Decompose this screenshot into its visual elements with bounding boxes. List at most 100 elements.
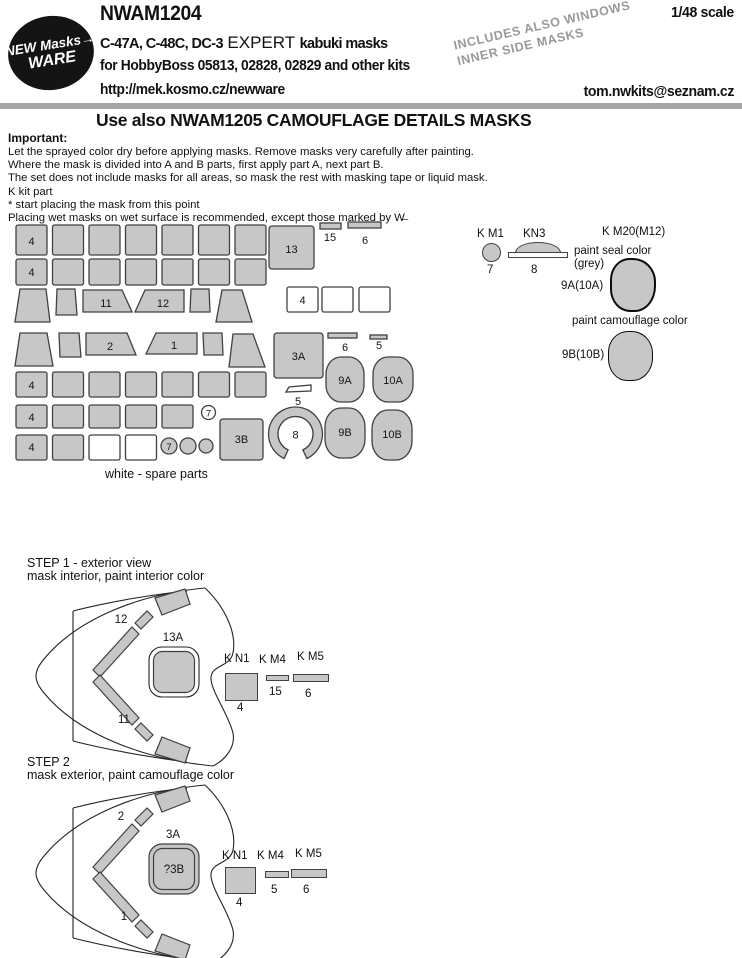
instruction-line: * start placing the mask from this point [8,198,200,211]
step1-km5-part [293,674,329,682]
mask-part [51,224,85,256]
spare-part [358,286,391,313]
part-label: 4 [299,295,305,307]
mask-part-4 [15,434,48,461]
step1-km4-number: 15 [269,686,282,698]
part-label: 1 [121,911,127,923]
step1-km5-number: 6 [305,688,312,700]
kn3-number: 8 [531,264,538,276]
part-label: 5 [295,396,301,408]
product-code: NWAM1204 [100,2,202,25]
mask-part-3B [219,418,264,461]
logo-arrow-icon: → [79,29,96,47]
mask-part [51,258,85,286]
mask-dot-7 [160,437,178,455]
subtitle-expert: EXPERT [227,33,296,52]
seal-color-note-line1: paint seal color [574,245,652,257]
part-label: 1 [171,340,177,352]
mask-part-4 [15,371,48,398]
mask-part-1 [144,332,198,355]
instruction-line: Placing wet masks on wet surface is reco… [8,212,405,225]
part-label: 7 [206,409,211,420]
website-url: http://mek.kosmo.cz/newware [100,81,285,98]
mask-part-trapezoid [14,288,51,323]
subtitle-kits-part: C-47A, C-48C, DC-3 [100,36,224,52]
mask-part [124,404,158,429]
contact-email: tom.nwkits@seznam.cz [583,83,735,100]
mask-corner-bottom [154,736,191,764]
km1-title: K M1 [477,228,504,240]
mask-part [197,371,231,398]
window-frame [148,646,200,698]
part-label: 13A [163,632,184,644]
part-label: 11 [100,298,111,310]
step2-note: mask exterior, paint camouflage color [27,768,235,782]
mask-part [124,258,158,286]
kits-line: for HobbyBoss 05813, 02828, 02829 and ot… [100,57,410,74]
mask-part [234,258,267,286]
window-mask [152,650,196,694]
part-label: 12 [157,298,169,310]
mask-part [161,224,194,256]
spare-part [124,434,158,461]
header-divider [0,103,742,109]
mask-part-trapezoid [228,333,266,368]
step1-km4-title: K M4 [259,654,286,666]
mask-part-9A [325,356,365,403]
part-label: 9B [338,427,351,439]
step2-title: STEP 2 [27,755,70,769]
fuselage-cut-line [204,587,235,767]
mask-segment-upper [134,610,154,630]
mask-part-4 [15,224,48,256]
part-9a10a-label: 9A(10A) [561,280,604,292]
step2-kn1-number: 4 [236,897,243,909]
includes-note: INCLUDES ALSO WINDOWS INNER SIDE MASKS [452,0,635,69]
part-label: 3B [235,434,248,446]
part-label: 2 [107,341,113,353]
mask-segment-lower [134,722,154,742]
mask-part [88,404,121,429]
step2-km4-number: 5 [271,884,278,896]
mask-part [55,288,78,316]
part-label: 5 [376,340,382,352]
step2-km5-number: 6 [303,884,310,896]
mask-strip-5 [369,334,388,340]
mask-part-4 [15,258,48,286]
mask-part [124,224,158,256]
spare-parts-caption: white - spare parts [105,467,208,481]
mask-part [197,258,231,286]
part-label: 2 [118,811,124,823]
kn3-base [508,252,568,258]
part-label: 6 [342,342,348,354]
step1-km4-part [266,675,289,681]
part-label: 6 [362,235,368,247]
mask-dot [198,438,214,454]
mask-segment-upper [134,807,154,827]
mask-part [124,371,158,398]
step2-km5-part [291,869,327,878]
mask-part [161,404,194,429]
mask-part [234,224,267,256]
mask-part-8-ring [267,406,324,460]
mask-part-2 [85,332,137,356]
mask-part [197,224,231,256]
seal-color-note-line2: (grey) [574,258,605,270]
mask-part-3A [273,332,324,379]
spare-part [88,434,121,461]
fuselage-cut-line [204,784,235,958]
step1-title: STEP 1 - exterior view [27,556,152,570]
part-label: 15 [324,232,336,244]
step2-kn1-title: K N1 [222,850,248,862]
part-label: 9A [338,375,352,387]
instructions-title: Important: [8,131,68,145]
part-label: 3A [292,351,306,363]
mask-corner-top [154,785,191,813]
nose-outline [35,587,214,767]
mask-part [161,371,194,398]
part-label: ?3B [164,864,185,876]
instruction-line: Let the sprayed color dry before applyin… [8,146,474,158]
step2-km4-title: K M4 [257,850,284,862]
mask-strip-6 [347,221,382,229]
step1-kn1-number: 4 [237,702,244,714]
